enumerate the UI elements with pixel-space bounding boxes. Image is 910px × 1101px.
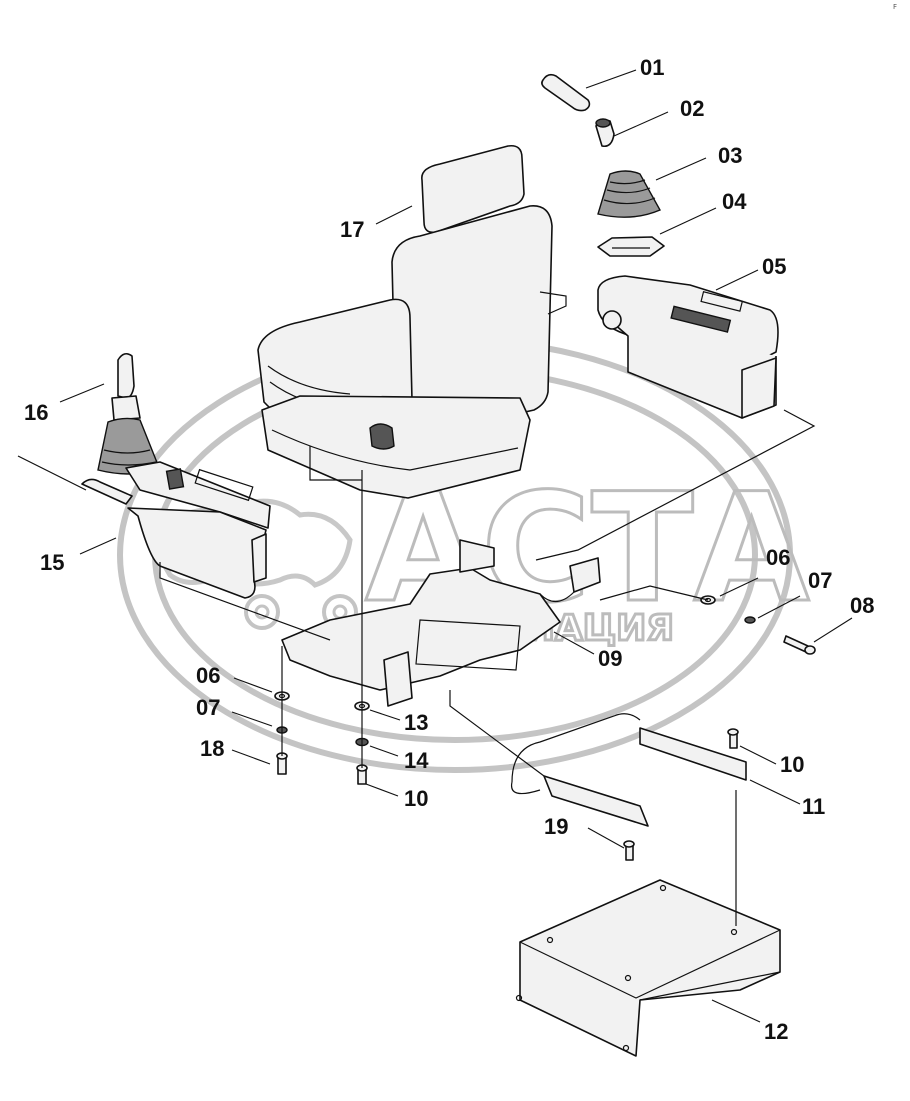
label-18: 18 [200,736,224,761]
label-07-left: 07 [196,695,220,720]
label-10-left: 10 [404,786,428,811]
part-17-seat [257,144,567,499]
label-10-right: 10 [780,752,804,777]
label-01: 01 [640,55,664,80]
label-08: 08 [850,593,874,618]
label-13: 13 [404,710,428,735]
label-15: 15 [40,550,64,575]
label-19: 19 [544,814,568,839]
assembly-axis-lines [159,409,816,926]
label-06-left: 06 [196,663,220,688]
part-11-rails [510,713,747,827]
label-12: 12 [764,1019,788,1044]
label-17: 17 [340,217,364,242]
part-04-plate [597,236,665,257]
label-07-right: 07 [808,568,832,593]
label-09: 09 [598,646,622,671]
part-12-pedestal [515,879,781,1057]
label-05: 05 [762,254,786,279]
part-09-mount-plate [281,539,601,707]
part-01-handle-grip [541,73,591,112]
part-10-bolt-right [727,728,739,749]
part-05-right-console [597,275,779,419]
gear-emblem-left-icon [244,594,280,630]
part-07-washer-right [744,616,756,624]
label-16: 16 [24,400,48,425]
label-06-right: 06 [766,545,790,570]
part-02-knob [595,118,615,148]
part-labels: 01 02 03 04 05 06 07 08 09 06 07 18 13 1… [24,55,874,1044]
part-03-boot [597,170,661,218]
part-15-left-console [17,455,271,599]
part-19-bolt [623,840,635,861]
leader-lines [59,69,853,1023]
part-18-bolt [276,752,288,775]
part-16-joystick [97,352,161,475]
label-11: 11 [802,794,825,819]
label-04: 04 [722,189,747,214]
corner-mark: F [893,3,897,11]
label-14: 14 [404,748,429,773]
part-08-bolt-right [783,635,816,655]
label-03: 03 [718,143,742,168]
label-02: 02 [680,96,704,121]
